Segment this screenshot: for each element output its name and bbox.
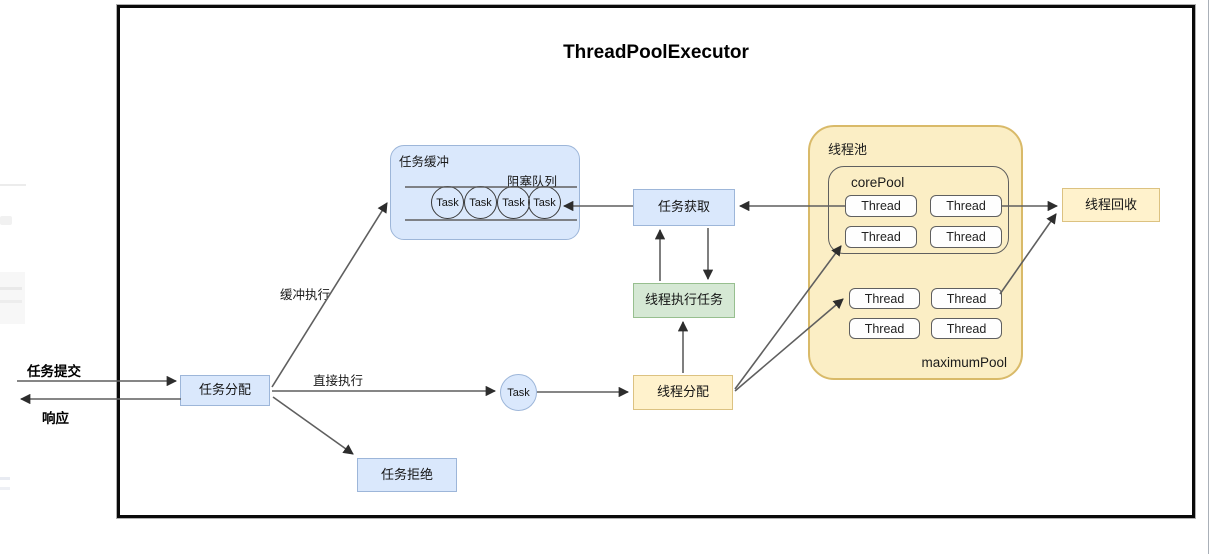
background-artifact	[0, 487, 10, 490]
diagram-title: ThreadPoolExecutor	[563, 42, 749, 63]
core-thread-box: Thread	[845, 226, 917, 248]
response-label: 响应	[42, 411, 69, 426]
buffered-execution-label: 缓冲执行	[280, 288, 331, 302]
max-thread-box: Thread	[849, 288, 920, 309]
direct-execution-label: 直接执行	[313, 374, 364, 388]
queued-task-label: Task	[469, 196, 492, 209]
core-pool-label: corePool	[851, 175, 905, 190]
background-artifact	[0, 287, 22, 290]
background-artifact	[0, 184, 26, 186]
queued-task-circle: Task	[528, 186, 561, 219]
queued-task-circle: Task	[497, 186, 530, 219]
thread-dispatch-box: 线程分配	[633, 375, 733, 410]
background-artifact	[0, 216, 12, 225]
diagram-frame	[117, 5, 1195, 518]
task-dispatch-box: 任务分配	[180, 375, 270, 406]
queued-task-circle: Task	[464, 186, 497, 219]
task-reject-box: 任务拒绝	[357, 458, 457, 492]
task-submit-label: 任务提交	[27, 364, 81, 379]
maximum-pool-label: maximumPool	[921, 355, 1007, 370]
task-buffer-label: 任务缓冲	[399, 155, 450, 169]
core-thread-box: Thread	[930, 226, 1002, 248]
core-thread-box: Thread	[845, 195, 917, 217]
queued-task-label: Task	[533, 196, 556, 209]
queued-task-label: Task	[436, 196, 459, 209]
thread-execute-box: 线程执行任务	[633, 283, 735, 318]
core-thread-box: Thread	[930, 195, 1002, 217]
direct-task-circle: Task	[500, 374, 537, 411]
blocking-queue-label: 阻塞队列	[506, 175, 557, 189]
core-pool-group: corePool	[828, 166, 1009, 254]
background-artifact	[0, 300, 22, 303]
background-artifact	[0, 272, 25, 324]
queued-task-label: Task	[502, 196, 525, 209]
max-thread-box: Thread	[931, 288, 1002, 309]
queued-task-circle: Task	[431, 186, 464, 219]
thread-recycle-box: 线程回收	[1062, 188, 1160, 222]
background-artifact	[0, 477, 10, 480]
task-fetch-box: 任务获取	[633, 189, 735, 226]
direct-task-label: Task	[507, 386, 530, 399]
max-thread-box: Thread	[931, 318, 1002, 339]
max-thread-box: Thread	[849, 318, 920, 339]
screen-edge-line	[1208, 0, 1209, 554]
thread-pool-label: 线程池	[828, 142, 868, 157]
